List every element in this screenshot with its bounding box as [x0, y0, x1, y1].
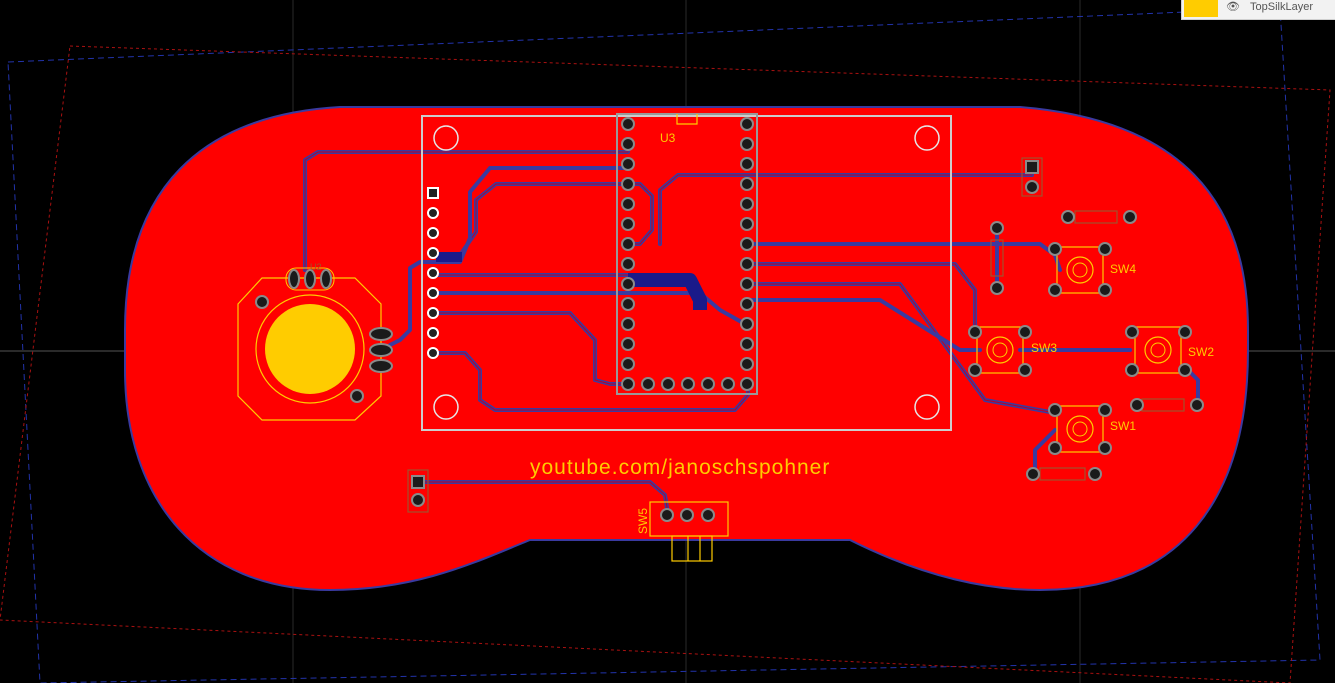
- header-pad: [427, 187, 439, 199]
- u3-pad: [740, 257, 754, 271]
- u3-pad: [740, 297, 754, 311]
- u3-pad: [641, 377, 655, 391]
- header-pad: [427, 307, 439, 319]
- header-pad: [427, 227, 439, 239]
- switch-sw2[interactable]: SW2: [1125, 325, 1214, 377]
- resistors: [990, 210, 1204, 481]
- switch-sw5[interactable]: SW5: [636, 501, 729, 562]
- u3-pad: [740, 277, 754, 291]
- u3-pad: [721, 377, 735, 391]
- power-trace: [628, 273, 707, 310]
- u3-pad: [621, 337, 635, 351]
- u3-pad: [621, 317, 635, 331]
- u3-pad: [621, 197, 635, 211]
- mounting-holes: [433, 125, 940, 420]
- header-pad: [427, 347, 439, 359]
- u3-pad: [621, 257, 635, 271]
- u3-pad: [661, 377, 675, 391]
- u3-pad: [621, 377, 635, 391]
- header-pad: [427, 287, 439, 299]
- u3-pad: [740, 137, 754, 151]
- header-pad: [427, 327, 439, 339]
- u3-label: U3: [660, 131, 676, 145]
- u2-label: U2: [310, 262, 322, 272]
- sw4-label: SW4: [1110, 262, 1136, 276]
- u3-pad: [740, 377, 754, 391]
- board-outline-dashed-red: [0, 45, 1331, 683]
- switch-sw3[interactable]: SW3: [968, 325, 1057, 377]
- traces: [303, 150, 1200, 516]
- joystick-knob: [265, 304, 355, 394]
- eye-icon[interactable]: 👁: [1226, 1, 1240, 13]
- u3-pad: [621, 277, 635, 291]
- u3-pad: [701, 377, 715, 391]
- header-pad: [427, 267, 439, 279]
- u3-pad: [681, 377, 695, 391]
- sw3-label: SW3: [1031, 341, 1057, 355]
- pcb-board[interactable]: [124, 106, 1249, 592]
- u3-pad: [621, 137, 635, 151]
- u3-pad: [740, 337, 754, 351]
- u3-pad: [740, 157, 754, 171]
- u3-pad: [740, 357, 754, 371]
- header-pads: [427, 187, 439, 359]
- header-pad: [427, 247, 439, 259]
- u3-pads: [621, 117, 754, 391]
- u3-pad: [740, 317, 754, 331]
- sw2-label: SW2: [1188, 345, 1214, 359]
- connector-top-right[interactable]: [1021, 157, 1043, 197]
- sw1-label: SW1: [1110, 419, 1136, 433]
- u3-notch: [676, 114, 698, 125]
- u3-pad: [621, 117, 635, 131]
- u3-pad: [740, 177, 754, 191]
- connector-battery[interactable]: [407, 469, 429, 513]
- u3-pad: [740, 197, 754, 211]
- u3-pad: [621, 157, 635, 171]
- layer-color-swatch[interactable]: [1184, 0, 1218, 17]
- u3-pad: [621, 237, 635, 251]
- layer-name: TopSilkLayer: [1250, 1, 1313, 13]
- u3-pad: [621, 357, 635, 371]
- u3-footprint: [616, 113, 758, 395]
- sw5-label: SW5: [636, 508, 650, 534]
- header-pad: [427, 207, 439, 219]
- copper-fill: [436, 252, 462, 262]
- switch-sw4[interactable]: SW4: [1048, 242, 1136, 297]
- url-silkscreen-text: youtube.com/janoschspohner: [530, 456, 830, 479]
- board-outline-dashed-blue: [7, 7, 1321, 683]
- module-outline: [421, 115, 952, 431]
- u3-pad: [740, 117, 754, 131]
- joystick-footprint[interactable]: U2: [237, 262, 393, 421]
- u3-pad: [621, 217, 635, 231]
- u3-pad: [740, 217, 754, 231]
- switch-sw1[interactable]: SW1: [1048, 403, 1136, 455]
- u3-pad: [740, 237, 754, 251]
- layer-panel[interactable]: 👁 TopSilkLayer: [1181, 0, 1335, 20]
- u3-pad: [621, 297, 635, 311]
- u3-pad: [621, 177, 635, 191]
